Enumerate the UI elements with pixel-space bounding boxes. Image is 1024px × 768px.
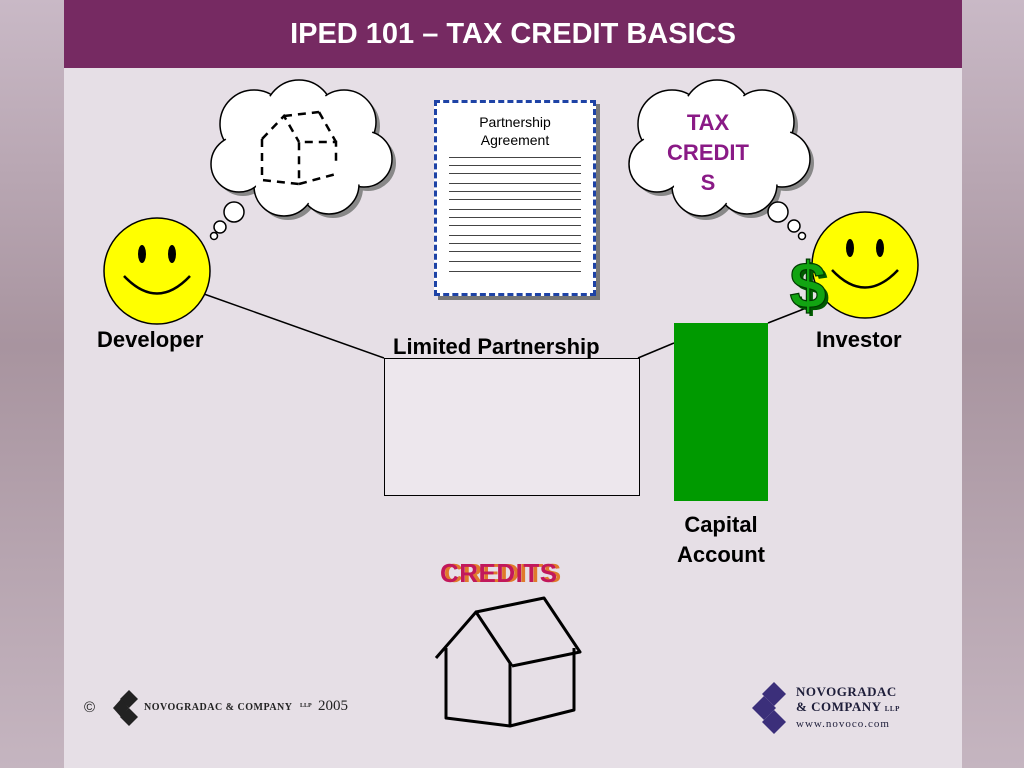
footer-copyright: © NOVOGRADAC & COMPANY LLP 2005	[84, 690, 384, 726]
logo-website: www.novoco.com	[796, 718, 890, 730]
agreement-title: Partnership Agreement	[437, 113, 593, 149]
diamond-logo-icon	[113, 690, 138, 726]
agreement-text-line	[449, 261, 581, 262]
novogradac-logo: NOVOGRADAC & COMPANY LLP www.novoco.com	[752, 680, 934, 740]
developer-connector-line	[203, 293, 385, 359]
tax-credits-line3: S	[700, 170, 716, 195]
credits-back-text: CREDITS	[444, 558, 562, 588]
partnership-agreement-document: Partnership Agreement	[434, 100, 596, 296]
tax-credits-line1: TAX	[686, 110, 730, 135]
agreement-text-line	[449, 183, 581, 184]
tax-credits-text: TAX CREDIT S	[666, 108, 750, 198]
capital-account-label: Capital Account	[664, 510, 778, 570]
investor-thought-cloud-icon	[628, 79, 814, 241]
background-left-edge	[0, 0, 64, 768]
footer-year: 2005	[318, 698, 348, 714]
slide: IPED 101 – TAX CREDIT BASICS	[64, 0, 962, 768]
agreement-text-line	[449, 225, 581, 226]
developer-label: Developer	[97, 327, 204, 352]
diamond-logo-icon	[752, 682, 786, 734]
dollar-icon: $ $	[789, 247, 829, 325]
agreement-text-line	[449, 157, 581, 158]
copyright-symbol: ©	[84, 699, 96, 716]
connector-lines	[203, 293, 815, 359]
logo-line2: & COMPANY	[796, 699, 882, 714]
agreement-text-line	[449, 251, 581, 252]
agreement-text-line	[449, 243, 581, 244]
developer-thought-cloud-icon	[209, 79, 396, 241]
svg-text:$: $	[793, 251, 830, 325]
limited-partnership-box	[384, 358, 640, 496]
slide-title: IPED 101 – TAX CREDIT BASICS	[64, 0, 962, 68]
investor-label: Investor	[816, 327, 902, 352]
developer-smiley-face-icon	[103, 217, 211, 325]
tax-credits-line2: CREDIT	[667, 140, 749, 165]
capital-connector-line	[637, 342, 675, 359]
capital-label-line1: Capital	[684, 512, 758, 537]
logo-text: NOVOGRADAC & COMPANY LLP www.novoco.com	[796, 684, 900, 732]
agreement-title-line1: Partnership	[479, 114, 551, 130]
agreement-title-line2: Agreement	[480, 132, 550, 148]
logo-line1: NOVOGRADAC	[796, 684, 897, 699]
agreement-text-line	[449, 271, 581, 272]
agreement-text-line	[449, 173, 581, 174]
limited-partnership-label: Limited Partnership	[393, 334, 600, 359]
credits-front-text: CREDITS	[440, 558, 558, 588]
capital-account-bar	[674, 323, 768, 501]
agreement-text-line	[449, 165, 581, 166]
capital-label-line2: Account	[677, 542, 765, 567]
agreement-text-line	[449, 217, 581, 218]
agreement-text-line	[449, 235, 581, 236]
agreement-text-line	[449, 191, 581, 192]
footer-company-name: NOVOGRADAC & COMPANY	[144, 702, 293, 713]
footer-company-suffix: LLP	[300, 703, 312, 709]
house-outline-icon	[434, 596, 582, 728]
logo-line2-wrap: & COMPANY LLP	[796, 699, 900, 717]
dashed-house-icon	[260, 110, 338, 186]
agreement-text-line	[449, 199, 581, 200]
investor-smiley-face-icon	[811, 211, 919, 319]
logo-suffix: LLP	[884, 705, 900, 713]
svg-text:$: $	[790, 248, 827, 322]
background-right-edge	[962, 0, 1024, 768]
investor-connector-line	[767, 304, 815, 324]
agreement-text-line	[449, 209, 581, 210]
